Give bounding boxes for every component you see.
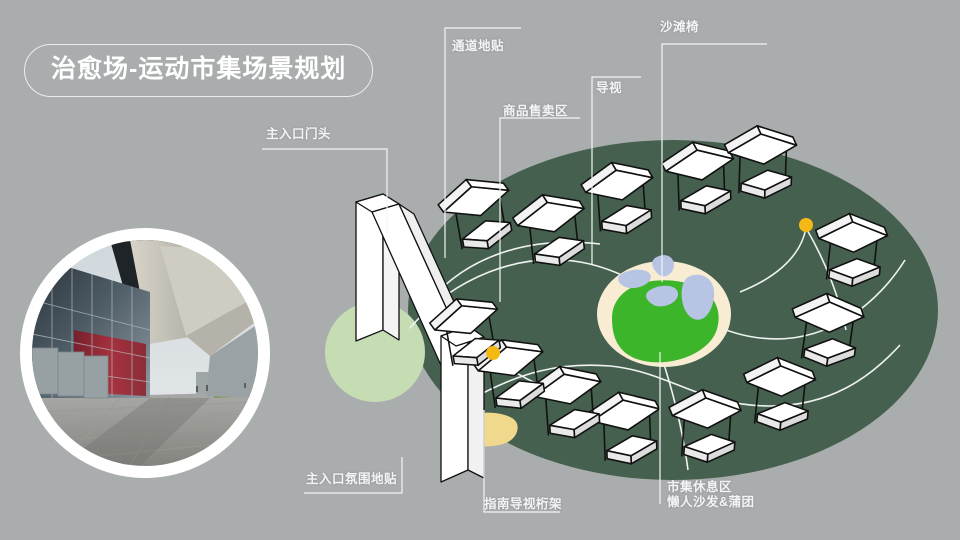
market-booth bbox=[742, 356, 817, 432]
market-booth bbox=[791, 292, 865, 367]
site-marker-marker-left bbox=[486, 346, 500, 360]
booth-part bbox=[455, 298, 499, 310]
site-markers bbox=[486, 218, 813, 360]
booth-part bbox=[848, 212, 889, 237]
callout-label-zhurukou-mentou: 主入口门头 bbox=[266, 127, 332, 141]
booth-part bbox=[756, 125, 798, 146]
booth-part bbox=[445, 325, 454, 366]
market-booth bbox=[437, 178, 513, 250]
booth-part bbox=[825, 347, 857, 367]
site-marker-marker-right bbox=[799, 218, 813, 232]
market-booth bbox=[668, 388, 742, 463]
booth-part bbox=[676, 168, 680, 211]
water-blobs bbox=[618, 255, 715, 320]
booth-part bbox=[776, 356, 817, 381]
callout-label-shiji-xiuxi-2: 懒人沙发&蒲团 bbox=[667, 495, 755, 509]
callout-label-shiji-xiuxi-1: 市集休息区 bbox=[667, 480, 733, 494]
booth-part bbox=[825, 237, 832, 280]
booth-part bbox=[779, 410, 809, 432]
booth-part bbox=[528, 222, 535, 265]
callout-label-shatanyi: 沙滩椅 bbox=[660, 20, 700, 34]
booth-part bbox=[573, 413, 601, 439]
market-booth bbox=[472, 339, 546, 410]
booth-part bbox=[763, 176, 793, 199]
booth-part bbox=[630, 440, 658, 465]
booth-part bbox=[706, 441, 736, 463]
central-lawn-island bbox=[597, 255, 731, 367]
market-booths bbox=[428, 125, 889, 465]
booth-part bbox=[602, 418, 606, 461]
market-booth bbox=[814, 212, 889, 288]
booth-part bbox=[610, 161, 654, 179]
booth-part bbox=[465, 178, 510, 192]
booth-part bbox=[851, 266, 881, 288]
callout-leader-lines bbox=[262, 27, 767, 513]
booth-part bbox=[704, 190, 732, 215]
booth-part bbox=[541, 194, 585, 210]
booth-part bbox=[753, 381, 760, 424]
page-title: 治愈场-运动市集场景规划 bbox=[24, 44, 374, 97]
market-booth bbox=[723, 125, 798, 199]
booth-part bbox=[738, 151, 742, 194]
market-booth bbox=[528, 365, 602, 439]
callout-label-daoshi: 导视 bbox=[596, 81, 623, 95]
photo-content bbox=[32, 240, 258, 466]
booth-part bbox=[701, 388, 742, 412]
booth-part bbox=[544, 393, 550, 436]
callout-label-zhurukou-ditie: 主入口氛围地贴 bbox=[306, 472, 398, 486]
booth-part bbox=[618, 391, 661, 410]
reference-photo bbox=[20, 228, 270, 478]
page-title-text: 治愈场-运动市集场景规划 bbox=[51, 55, 347, 83]
booth-part bbox=[500, 339, 544, 353]
market-booth bbox=[580, 161, 654, 235]
booth-part bbox=[596, 189, 602, 232]
callout-label-tongdao-ditie: 通道地贴 bbox=[452, 39, 505, 53]
booth-part bbox=[680, 414, 686, 457]
booth-part bbox=[825, 292, 865, 318]
booth-part bbox=[558, 365, 602, 383]
booth-part bbox=[625, 209, 653, 235]
entrance-lawn-circle bbox=[325, 302, 425, 402]
market-booth bbox=[511, 194, 586, 267]
booth-part bbox=[519, 382, 546, 410]
booth-part bbox=[558, 239, 586, 267]
booth-part bbox=[800, 316, 809, 359]
callout-label-zhinan-daoshi: 指南导视桁架 bbox=[484, 497, 563, 511]
booth-part bbox=[488, 367, 497, 409]
market-booth bbox=[660, 141, 735, 215]
callout-label-shangpin-shoumai: 商品售卖区 bbox=[503, 104, 569, 118]
booth-part bbox=[454, 207, 464, 250]
